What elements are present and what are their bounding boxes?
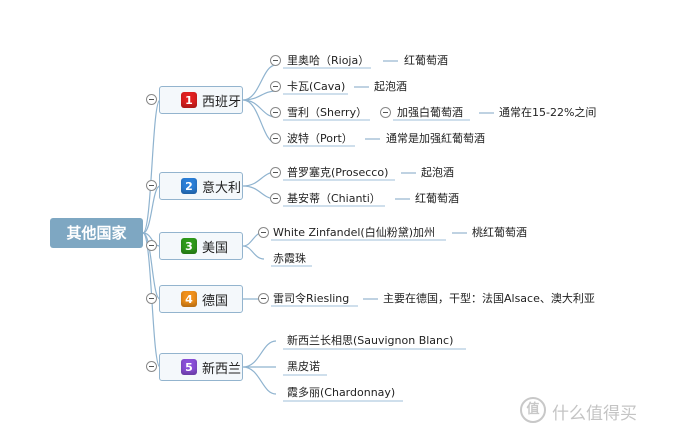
collapse-toggle-sherry[interactable]: [270, 107, 281, 118]
connector-root-italy: [142, 185, 161, 234]
number-4-icon: 4: [181, 291, 197, 307]
root-topic[interactable]: 其他国家: [50, 218, 143, 248]
topic-rioja-note[interactable]: 红葡萄酒: [404, 54, 448, 67]
topic-cabernet[interactable]: 赤霞珠: [273, 252, 306, 265]
topic-chardonnay[interactable]: 霞多丽(Chardonnay): [287, 386, 396, 399]
number-5-icon: 5: [181, 359, 197, 375]
topic-cava[interactable]: 卡瓦(Cava): [287, 80, 346, 93]
topic-sauvignon[interactable]: 新西兰长相思(Sauvignon Blanc): [287, 334, 454, 347]
collapse-toggle-chianti[interactable]: [270, 193, 281, 204]
topic-pinot[interactable]: 黑皮诺: [287, 360, 320, 373]
collapse-toggle-spain[interactable]: [146, 94, 157, 105]
collapse-toggle-nz[interactable]: [146, 361, 157, 372]
connector-root-germany: [142, 232, 161, 300]
number-1-icon: 1: [181, 92, 197, 108]
collapse-toggle-port[interactable]: [270, 133, 281, 144]
connector-root-usa: [142, 232, 161, 247]
connector-root-spain: [142, 99, 161, 234]
topic-sherry[interactable]: 雪利（Sherry）: [287, 106, 368, 119]
topic-chianti-note[interactable]: 红葡萄酒: [415, 192, 459, 205]
topic-chianti[interactable]: 基安蒂（Chianti）: [287, 192, 381, 205]
branch-label-germany: 德国: [202, 293, 229, 309]
branch-germany[interactable]: 4 德国: [159, 285, 243, 313]
watermark-text: 什么值得买: [552, 404, 637, 424]
branch-label-nz: 新西兰: [202, 361, 242, 377]
topic-zinfandel-note[interactable]: 桃红葡萄酒: [472, 226, 527, 239]
topic-prosecco-note[interactable]: 起泡酒: [421, 166, 454, 179]
connector-nz-children: [242, 340, 277, 395]
branch-nz[interactable]: 5 新西兰: [159, 353, 243, 381]
collapse-toggle-germany[interactable]: [146, 293, 157, 304]
topic-port-note[interactable]: 通常是加强紅葡萄酒: [386, 132, 485, 145]
connector-spain-children: [242, 64, 277, 144]
collapse-toggle-usa[interactable]: [146, 240, 157, 251]
collapse-toggle-cava[interactable]: [270, 81, 281, 92]
collapse-toggle-riesling[interactable]: [258, 293, 269, 304]
branch-label-usa: 美国: [202, 240, 229, 256]
topic-riesling-note[interactable]: 主要在德国，干型：法国Alsace、澳大利亚: [383, 292, 595, 305]
topic-riesling[interactable]: 雷司令Riesling: [273, 292, 350, 305]
collapse-toggle-prosecco[interactable]: [270, 167, 281, 178]
topic-port[interactable]: 波特（Port）: [287, 132, 353, 145]
collapse-toggle-zinfandel[interactable]: [258, 227, 269, 238]
number-3-icon: 3: [181, 238, 197, 254]
branch-italy[interactable]: 2 意大利: [159, 172, 243, 200]
branch-label-italy: 意大利: [202, 180, 242, 196]
topic-prosecco[interactable]: 普罗塞克(Prosecco): [287, 166, 389, 179]
topic-rioja[interactable]: 里奥哈（Rioja）: [287, 54, 370, 67]
watermark-logo-icon: 值: [520, 397, 546, 423]
number-2-icon: 2: [181, 178, 197, 194]
topic-cava-note[interactable]: 起泡酒: [374, 80, 407, 93]
collapse-toggle-italy[interactable]: [146, 180, 157, 191]
collapse-toggle-rioja[interactable]: [270, 55, 281, 66]
branch-usa[interactable]: 3 美国: [159, 232, 243, 260]
topic-zinfandel[interactable]: White Zinfandel(白仙粉黛)加州: [273, 226, 436, 239]
topic-sherry-sub[interactable]: 加强白葡萄酒: [397, 106, 463, 119]
branch-spain[interactable]: 1 西班牙: [159, 86, 243, 114]
collapse-toggle-sherry-sub[interactable]: [380, 107, 391, 118]
branch-label-spain: 西班牙: [202, 94, 242, 110]
topic-sherry-note[interactable]: 通常在15-22%之间: [499, 106, 597, 119]
